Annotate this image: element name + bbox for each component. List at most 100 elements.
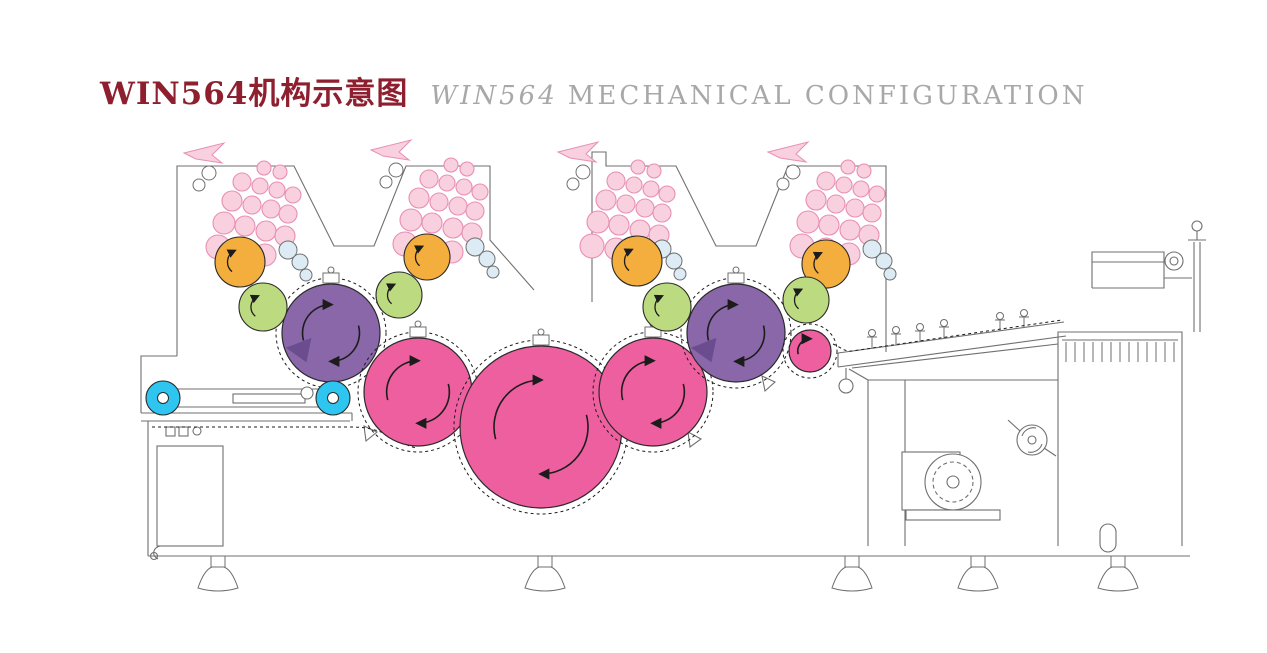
paper-web: [152, 319, 1063, 449]
clamp-pin: [537, 328, 545, 336]
ink-roller: [459, 161, 475, 177]
conveyor-support: [939, 319, 949, 338]
foot-stem: [210, 555, 226, 568]
ink-roller: [862, 203, 882, 223]
gripper-notch: [285, 337, 312, 363]
cylinder-body: [788, 329, 832, 373]
clamp-mark: [727, 272, 745, 284]
ink-roller: [465, 201, 485, 221]
fan-hub: [1027, 435, 1037, 445]
rotation-arrow: [538, 414, 589, 480]
fan-body: [1016, 424, 1048, 456]
roller-axle: [157, 392, 169, 404]
pipe-valve: [1191, 220, 1203, 232]
ink-roller: [234, 215, 256, 237]
motor-base: [905, 509, 1001, 521]
plate-cylinder-1: [275, 266, 387, 389]
ink-fountain-icon: [183, 142, 225, 164]
clamp-mark: [409, 326, 427, 338]
cylinder-body: [281, 283, 381, 383]
support-roller: [1020, 309, 1028, 317]
ink-roller: [256, 160, 272, 176]
transfer-roller-small: [291, 253, 309, 271]
ink-roller: [796, 210, 820, 234]
ink-roller: [272, 164, 288, 180]
rotation-arrow: [328, 325, 361, 368]
stacker-apparatus: [1091, 251, 1192, 289]
ink-fountain-icon: [767, 141, 809, 163]
form-roller-green-1: [238, 282, 288, 332]
ink-roller: [242, 195, 262, 215]
rotation-arrow: [385, 283, 397, 305]
rotation-arrow: [706, 298, 739, 341]
ink-roller: [646, 163, 662, 179]
feeder-detail-b: [178, 426, 189, 437]
ink-roller: [408, 187, 430, 209]
conveyor-support: [891, 326, 901, 345]
printing-cylinders: [275, 266, 838, 515]
conveyor-support: [867, 329, 877, 348]
foot-stem: [537, 555, 553, 568]
ink-roller: [232, 172, 252, 192]
ink-roller: [652, 203, 672, 223]
rotation-arrow: [792, 288, 804, 310]
clamp-pin: [327, 266, 335, 274]
foot-stem: [844, 555, 860, 568]
roller-body: [782, 276, 830, 324]
ink-roller: [443, 157, 459, 173]
foot-pad: [197, 566, 239, 592]
clamp-pin: [732, 266, 740, 274]
support-post: [1019, 316, 1029, 328]
form-rollers: [214, 233, 851, 332]
frame-left-edge: [140, 355, 177, 413]
fan-mount: [1007, 419, 1057, 457]
press-tower-left: [176, 165, 535, 356]
ink-roller: [616, 194, 636, 214]
delivery-truss: [851, 343, 1059, 369]
fountain-roller: [575, 164, 591, 180]
feeder-detail-a: [165, 426, 176, 437]
support-post: [867, 336, 877, 348]
transfer-roller-small: [665, 252, 683, 270]
transfer-roller-small: [875, 252, 893, 270]
blanket-cylinder-2: [592, 320, 714, 453]
ink-roller: [805, 189, 827, 211]
ink-roller: [261, 199, 281, 219]
ink-roller: [278, 204, 298, 224]
ink-roller: [471, 183, 489, 201]
roller-body: [403, 233, 451, 281]
ink-roller: [442, 217, 464, 239]
machine-frame: [140, 151, 1206, 561]
roller-body: [214, 236, 266, 288]
ink-roller: [455, 178, 473, 196]
oscillator-roller-orange-2: [403, 233, 451, 281]
transfer-cylinder: [782, 323, 838, 379]
transfer-roller-small: [299, 268, 313, 282]
roller-body: [642, 282, 692, 332]
machine-feet: [197, 555, 1139, 592]
motor-hub: [946, 475, 960, 489]
form-roller-green-4: [782, 276, 830, 324]
ink-roller: [826, 194, 846, 214]
ink-roller-cluster-1: [183, 142, 313, 282]
foot-pad: [831, 566, 873, 592]
ink-fountain-icon: [370, 139, 412, 161]
rotation-arrow: [413, 245, 425, 267]
support-roller: [916, 323, 924, 331]
support-roller: [868, 329, 876, 337]
ink-roller: [630, 159, 646, 175]
support-roller: [940, 319, 948, 327]
ink-roller-clusters: [183, 139, 897, 282]
page-title-chinese: WIN564机构示意图: [100, 76, 409, 112]
impression-cylinder: [453, 328, 629, 515]
apparatus-roller-outer: [1164, 251, 1184, 271]
clamp-mark: [532, 334, 550, 346]
rotation-arrow: [650, 383, 686, 429]
gripper-wedge-3: [761, 375, 776, 393]
oscillator-roller-orange-1: [214, 236, 266, 288]
ink-roller: [399, 208, 423, 232]
ink-roller: [255, 220, 277, 242]
ink-roller: [642, 180, 660, 198]
